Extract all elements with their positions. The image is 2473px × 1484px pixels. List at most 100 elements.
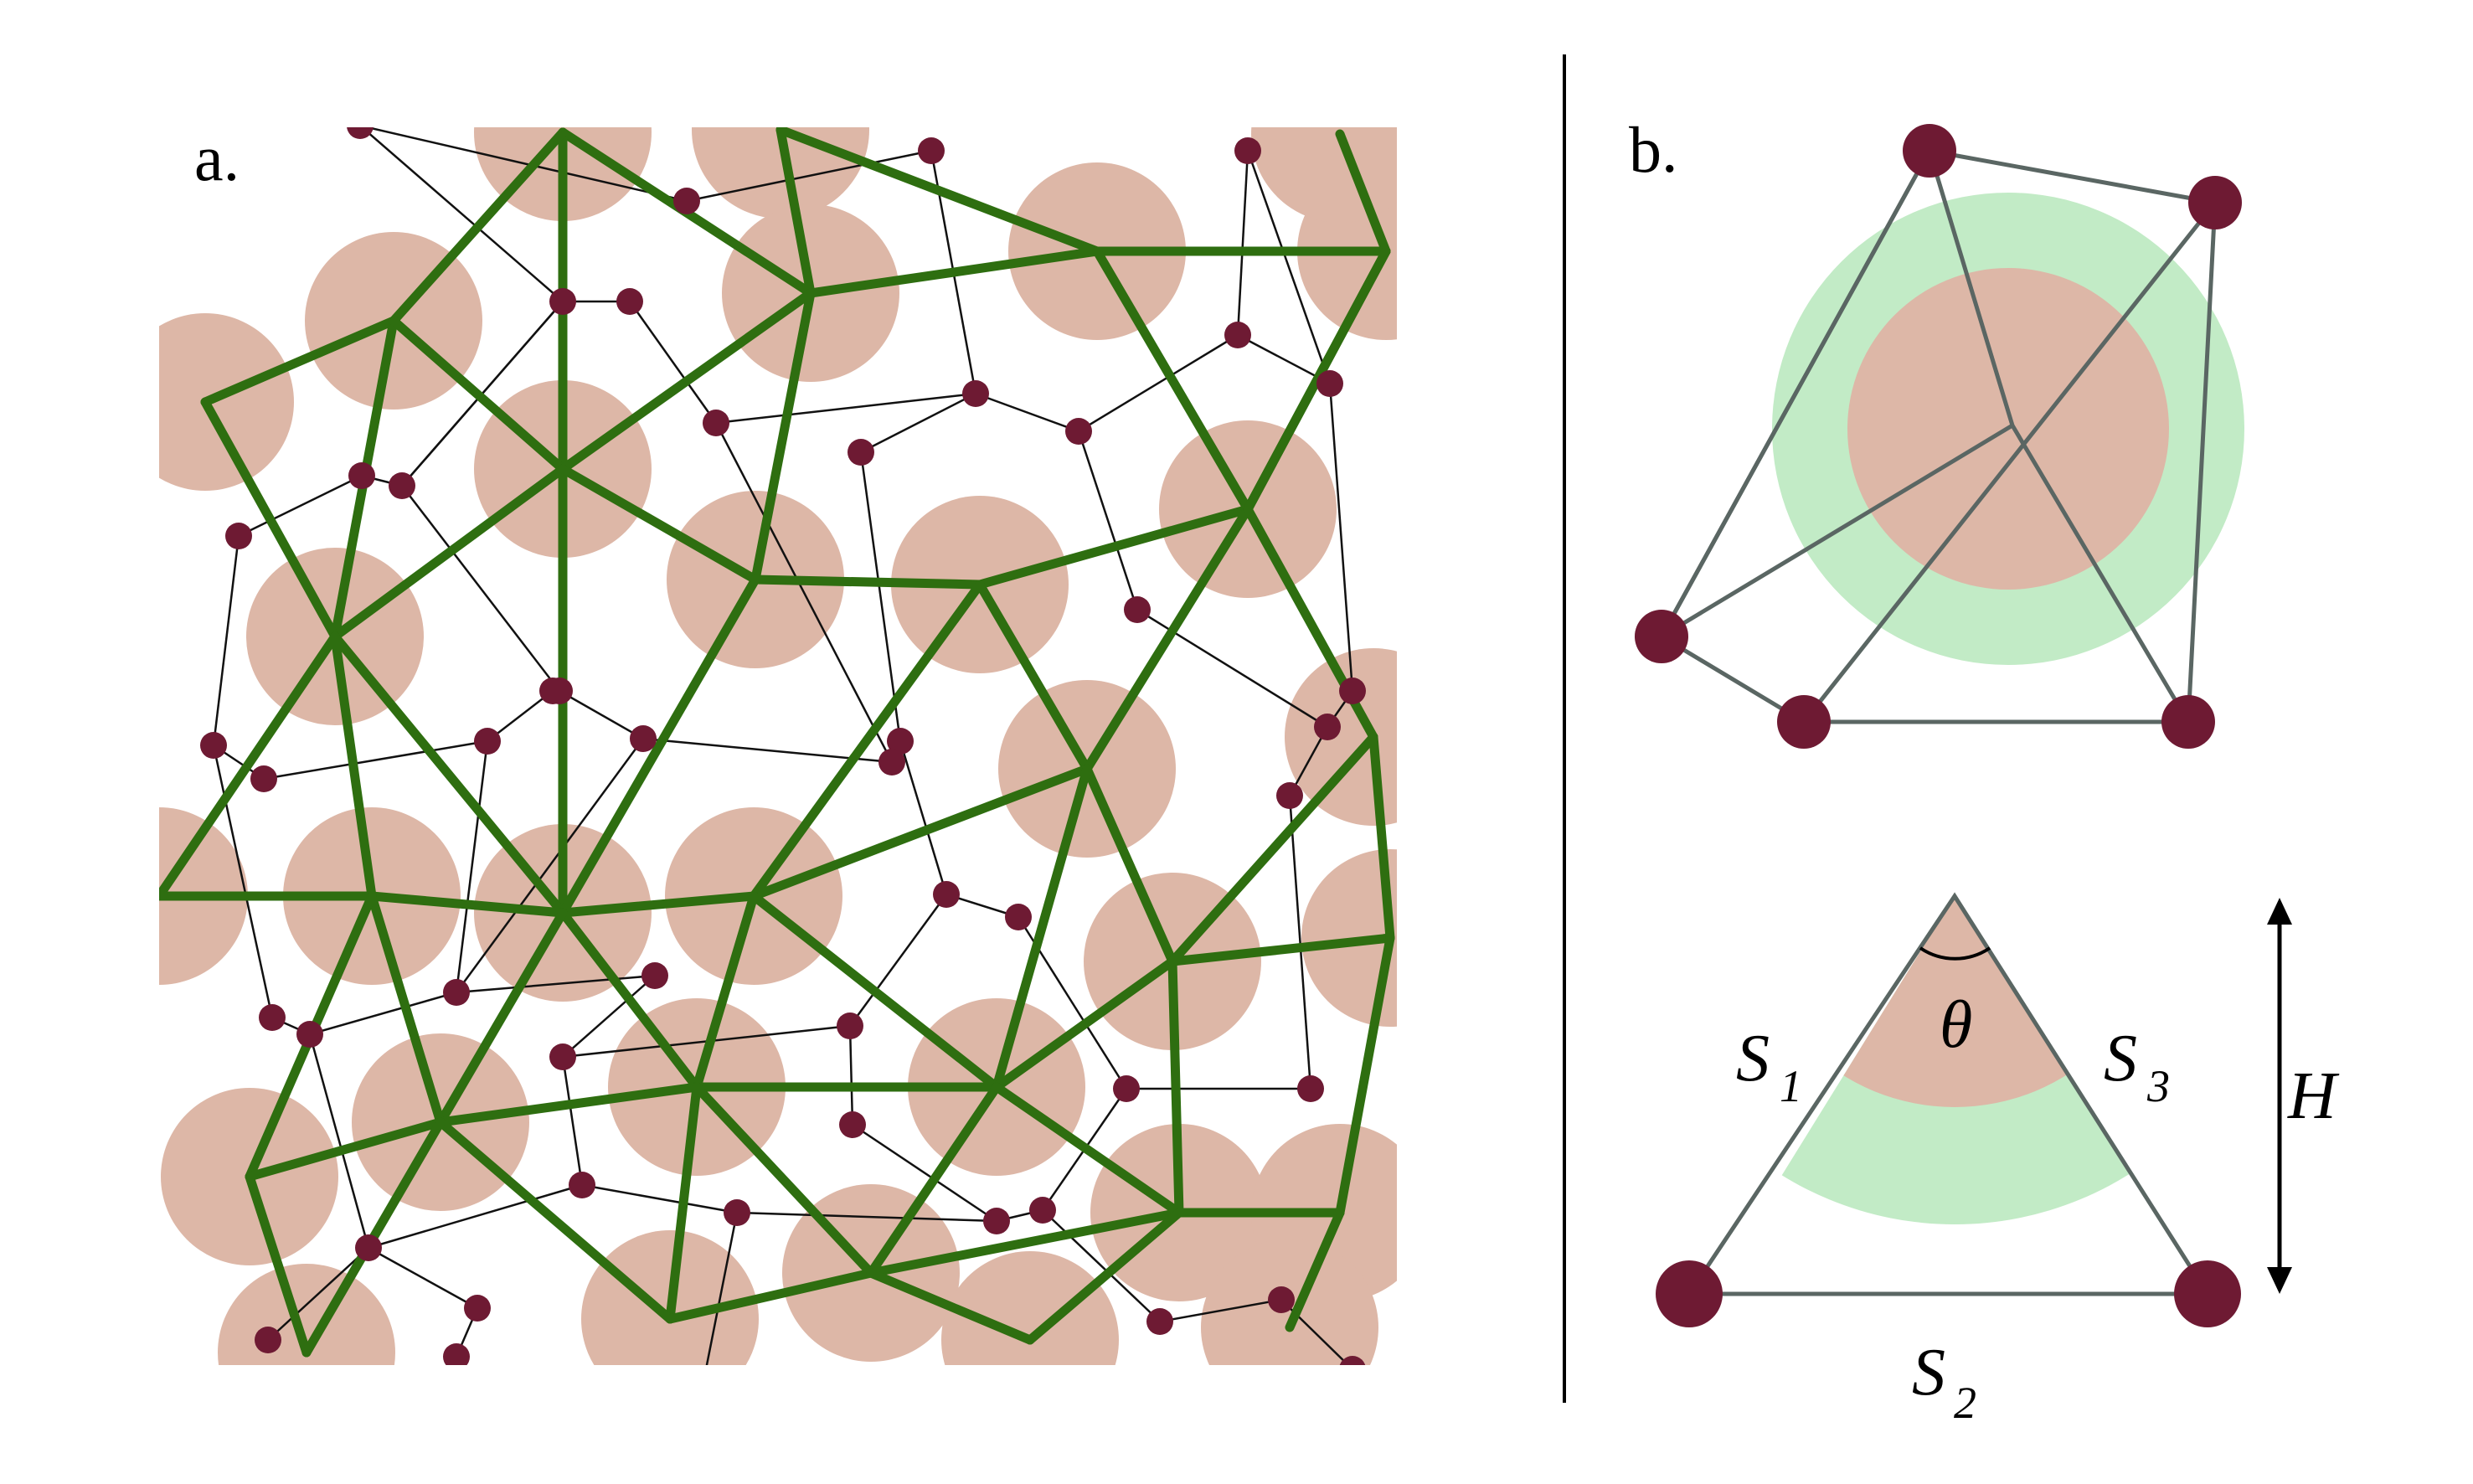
thin-edge (561, 1056, 584, 1186)
voronoi-cell-diagram (1635, 124, 2244, 749)
thin-edge (852, 1123, 997, 1223)
thin-edge (1078, 333, 1239, 433)
height-arrow (2267, 898, 2292, 1294)
contact-edge (558, 891, 759, 918)
contact-edge (806, 246, 1102, 298)
panel-b-label: b. (1629, 113, 1678, 186)
thin-edge (360, 127, 564, 302)
contact-edge (245, 1172, 312, 1358)
contact-edge (866, 1208, 1184, 1278)
network-node (1268, 1286, 1295, 1313)
network-node (1124, 596, 1151, 623)
contact-edge (975, 580, 1092, 774)
network-node (296, 1021, 323, 1048)
network-node (259, 1004, 286, 1031)
contact-edge (200, 397, 340, 642)
contact-edge (1082, 504, 1253, 774)
thin-edge (581, 1183, 738, 1214)
thin-edge (686, 149, 932, 203)
contact-edge (975, 504, 1253, 590)
contact-edge (665, 1082, 702, 1324)
network-node (933, 881, 960, 908)
particle-disk (941, 1251, 1119, 1365)
contact-edge (558, 908, 702, 1092)
contact-edge (749, 580, 985, 901)
network-node (255, 1327, 281, 1353)
contact-edge (866, 1082, 1002, 1278)
thin-edge (736, 1211, 997, 1223)
s2-label: S (1912, 1336, 1945, 1409)
thin-edge (1236, 150, 1249, 336)
thin-edge (899, 740, 948, 895)
contact-edge (1092, 246, 1253, 514)
network-node (225, 523, 252, 549)
contact-edge (1082, 764, 1177, 966)
contact-edge (435, 1117, 675, 1324)
network-node (1276, 782, 1303, 809)
contact-edge (245, 1117, 446, 1182)
network-node (546, 678, 573, 704)
vertex-node (2188, 176, 2242, 229)
thin-edge (1042, 1209, 1161, 1322)
triangle-outline (1685, 892, 2212, 1296)
network-node (641, 962, 668, 989)
contact-edge (389, 316, 568, 474)
thin-edge (309, 991, 457, 1036)
thin-edge (715, 392, 976, 425)
triangle-diagram: θ S 1 S 2 S 3 H (1656, 892, 2340, 1428)
contact-edge (330, 464, 568, 642)
contact-edge (558, 575, 760, 918)
network-node (549, 288, 576, 315)
contact-edge (200, 316, 399, 407)
contact-edge (159, 631, 340, 901)
contact-edge (330, 631, 377, 901)
network-node (1339, 1356, 1366, 1365)
label-mask (159, 127, 314, 253)
network-node (1029, 1197, 1056, 1224)
contact-edge (750, 288, 816, 585)
thin-edge (368, 1246, 478, 1310)
network-node (878, 749, 905, 775)
thin-edge (1328, 383, 1354, 692)
network-node (1316, 370, 1343, 397)
network-node (355, 1234, 382, 1261)
contact-edge (750, 575, 985, 590)
contact-edge (1285, 1208, 1345, 1332)
network-node (630, 725, 657, 752)
network-node (962, 380, 989, 407)
contact-edge (775, 127, 1102, 256)
theta-label: θ (1940, 988, 1972, 1062)
contact-edge (1167, 956, 1184, 1218)
thin-voronoi-edges (212, 127, 1354, 1365)
thin-edge (714, 422, 894, 763)
vertex-node (2161, 695, 2215, 749)
network-node (918, 137, 945, 164)
panel-a: a. (159, 121, 1397, 1365)
contact-edge (1335, 933, 1395, 1218)
thin-edge (1246, 150, 1332, 384)
panel-a-label: a. (194, 121, 240, 194)
contact-edge (435, 908, 568, 1127)
contact-edge (435, 1082, 702, 1127)
thin-edge (238, 474, 363, 538)
thin-edge (308, 1033, 370, 1249)
contact-edge (749, 764, 1092, 901)
network-node (569, 1172, 595, 1198)
network-node (703, 410, 729, 436)
network-node (848, 439, 874, 466)
thin-edge (363, 127, 688, 203)
network-node (1065, 418, 1092, 445)
contact-edge (1167, 933, 1395, 966)
particle-disk (1285, 648, 1397, 826)
contact-edge (749, 891, 1002, 1092)
s3-label: S (2104, 1022, 2137, 1095)
network-node (1224, 322, 1251, 348)
green-contact-network (159, 127, 1395, 1358)
network-node (443, 979, 470, 1006)
network-node (983, 1208, 1010, 1234)
network-node (1113, 1075, 1140, 1102)
cell-vertices (1635, 124, 2242, 749)
thin-edge (455, 740, 489, 993)
contact-edge (1167, 732, 1378, 966)
thin-edge (455, 738, 645, 993)
